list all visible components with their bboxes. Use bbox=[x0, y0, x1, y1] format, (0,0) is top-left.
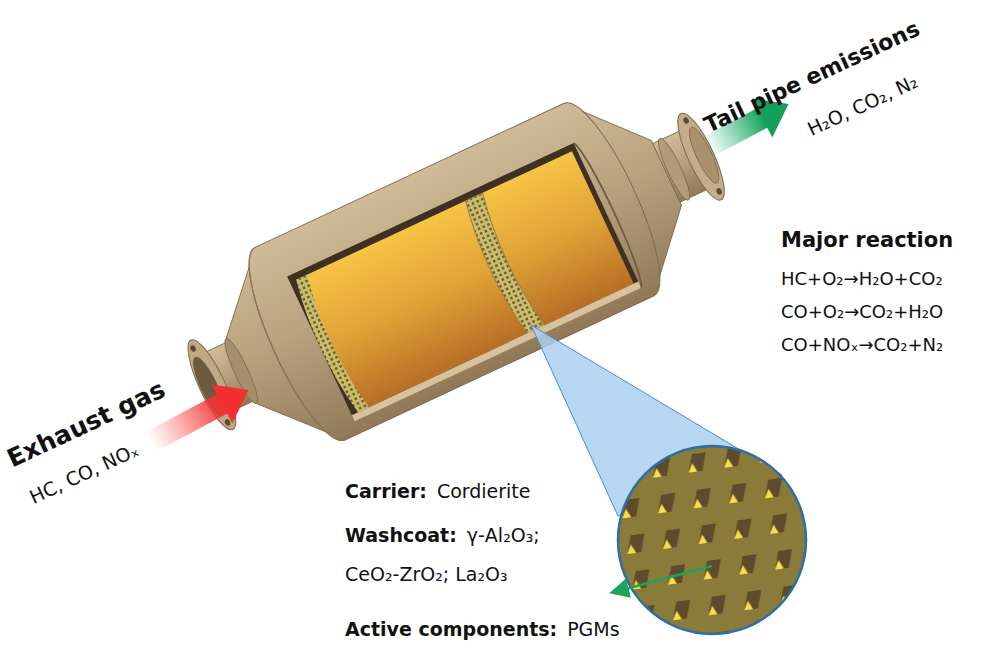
component-line: Washcoat:γ-Al₂O₃; CeO₂-ZrO₂; La₂O₃ bbox=[345, 516, 590, 594]
component-line: Active components: PGMs bbox=[345, 610, 765, 649]
zoom-circle bbox=[618, 446, 806, 634]
reaction-equation: CO+O₂→CO₂+H₂O bbox=[781, 301, 943, 324]
reaction-equation: CO+NOₓ→CO₂+N₂ bbox=[781, 334, 943, 357]
reaction-equation: HC+O₂→H₂O+CO₂ bbox=[781, 268, 943, 291]
component-heading: Carrier: bbox=[345, 480, 427, 502]
leader-arrow bbox=[614, 566, 712, 592]
component-value: Cordierite bbox=[437, 480, 531, 502]
component-line: Carrier: Cordierite bbox=[345, 472, 765, 511]
component-value: PGMs bbox=[567, 618, 619, 640]
component-heading: Washcoat: bbox=[345, 524, 457, 546]
zoom-detail bbox=[612, 440, 812, 640]
component-heading: Active components: bbox=[345, 618, 557, 640]
section-heading: Major reaction bbox=[781, 227, 953, 253]
